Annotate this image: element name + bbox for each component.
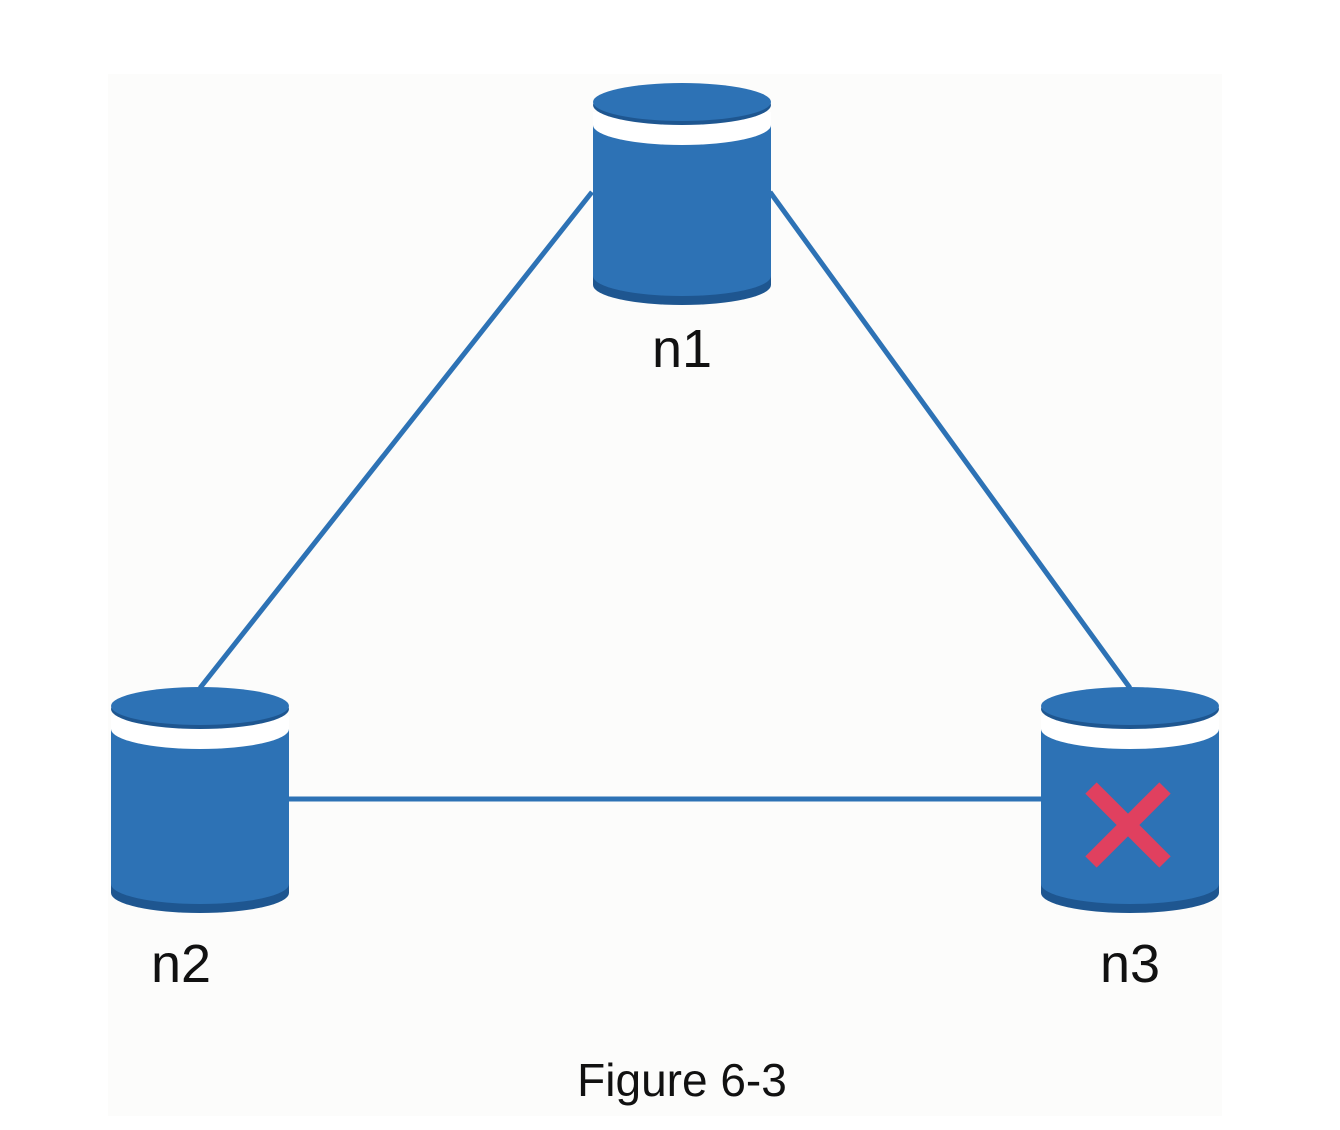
node-n2: n2 <box>111 687 289 994</box>
node-label-n1: n1 <box>652 319 712 379</box>
link-n1-n2 <box>198 190 594 690</box>
node-n1: n1 <box>593 83 771 379</box>
database-cylinder-icon <box>111 687 289 913</box>
links <box>198 190 1133 802</box>
figure-caption: Figure 6-3 <box>577 1054 787 1106</box>
node-n3: n3 <box>1041 687 1219 994</box>
node-label-n3: n3 <box>1100 934 1160 994</box>
link-n1-n3 <box>767 190 1133 690</box>
database-cylinder-icon <box>593 83 771 305</box>
database-cylinder-icon <box>1041 687 1219 913</box>
node-label-n2: n2 <box>151 934 211 994</box>
x-mark-icon <box>1085 782 1171 868</box>
